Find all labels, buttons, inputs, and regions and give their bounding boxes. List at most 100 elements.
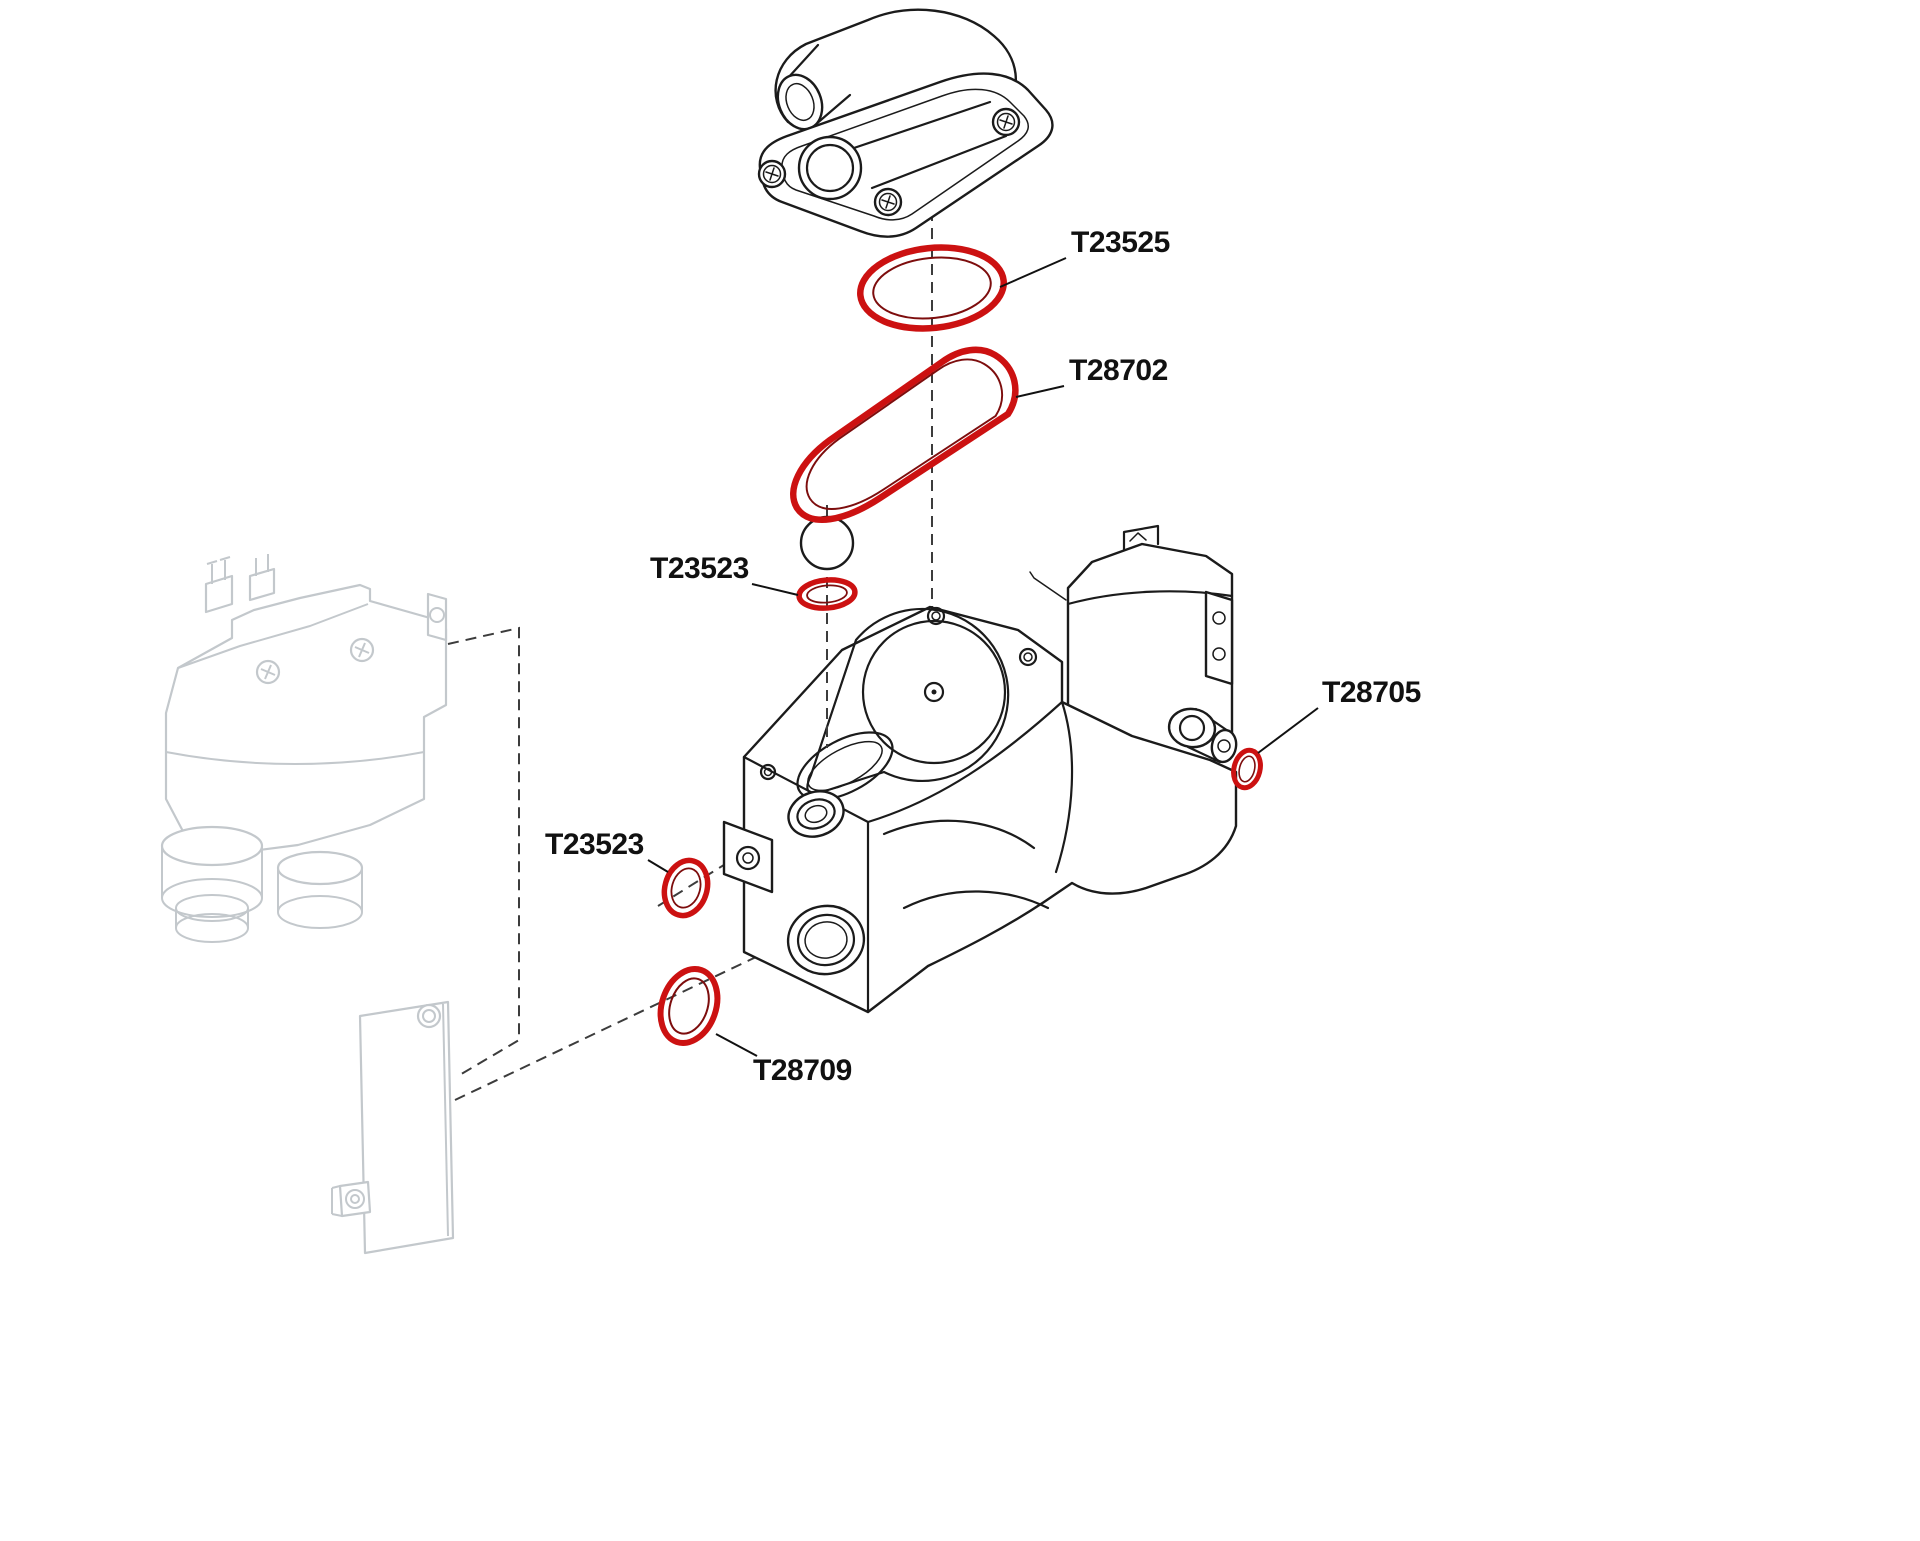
o-ring-cover-inner [872, 256, 992, 320]
cover-screw-1 [757, 159, 787, 189]
ghost-screw-2 [349, 637, 375, 663]
leader-line [751, 583, 799, 596]
o-ring-lower-port [657, 966, 721, 1046]
lower-port-mid [796, 913, 856, 967]
diaphragm-center-dot [931, 689, 937, 695]
body-fold-edges [742, 700, 1064, 1014]
cover-inlet-tube-sides [785, 43, 852, 127]
ghost-plate-fitting-bore [345, 1189, 365, 1209]
side-bracket-plate [722, 820, 774, 894]
cover-assembly [757, 8, 1054, 238]
upper-port-bore [804, 804, 828, 824]
part-label: T28709 [753, 1054, 852, 1087]
side-bracket-hole [735, 845, 761, 871]
diaphragm-circle [861, 619, 1007, 765]
ghost-cylinder-sides [277, 868, 363, 912]
screw-head-inner [996, 112, 1016, 132]
ghost-plate-bolt-inner [422, 1009, 436, 1023]
ball-seat-recess-inner [807, 740, 883, 792]
reservoir-fitting-bore [1178, 714, 1206, 742]
cover-dome-cap-inner [805, 143, 855, 193]
reservoir-fitting [1167, 707, 1238, 764]
screw-head-inner [762, 164, 782, 184]
upper-port-mid [796, 798, 836, 830]
cover-screw-2 [873, 187, 903, 217]
leader-line [647, 859, 669, 873]
cover-flange-channel [846, 100, 1008, 190]
bolt-hole-inner [763, 767, 773, 777]
ball-seat-recess [796, 731, 894, 801]
reservoir-bracket [1204, 590, 1234, 686]
part-label: T23525 [1071, 226, 1170, 259]
ghost-cylinder-right [276, 850, 364, 929]
o-ring-ball-seat [796, 577, 858, 611]
cover-dome-cap [797, 135, 863, 201]
ghost-plate-fitting-collar [331, 1185, 343, 1217]
screw-torx-slots [881, 195, 895, 209]
ghost-connector-a-pins [206, 556, 231, 584]
ghost-connector-b-pins [255, 554, 269, 576]
ghost-mount-tab-hole [429, 607, 445, 623]
o-ring-reservoir-fitting-inner [1238, 755, 1256, 783]
ghost-valve-body [164, 583, 448, 855]
screw-torx-slots [765, 167, 779, 181]
ghost-cylinder-step [175, 894, 249, 922]
ghost-plate-bolt [416, 1003, 442, 1029]
o-ring-ball-seat-inner [806, 584, 848, 604]
callout-o-ring-reservoir-fitting: T28705 [1257, 676, 1421, 754]
leader-line [715, 1033, 758, 1057]
callouts: T23525 T28702 T23523 T28705 T23523 T2870… [545, 226, 1421, 1087]
reservoir-fitting-cap-bore [1217, 739, 1231, 753]
bolt-hole [1018, 647, 1038, 667]
cover-inlet-tube-bore [785, 82, 815, 122]
callout-gasket-teardrop: T28702 [1015, 354, 1168, 398]
ghost-plate-fitting-bore-inner [350, 1194, 360, 1204]
leader-line [1015, 385, 1065, 398]
o-ring-side-port-outer [661, 857, 711, 919]
part-label: T23523 [545, 828, 644, 861]
gasket-teardrop [790, 346, 1019, 523]
o-ring-lower-port-outer [657, 966, 721, 1046]
ghost-mounting-plate [331, 1000, 455, 1255]
reservoir-bracket-hole-1 [1212, 611, 1226, 625]
reservoir-fitting-flange [1167, 707, 1217, 749]
ghost-cylinder-top [276, 850, 364, 886]
part-label: T28705 [1322, 676, 1421, 709]
bolt-hole-inner [1023, 652, 1033, 662]
bolt-hole [759, 763, 777, 781]
o-ring-reservoir-fitting [1231, 747, 1263, 791]
reservoir-bracket-hole-2 [1212, 647, 1226, 661]
lower-port-dashed-line [454, 947, 776, 1101]
reservoir-fitting-cap [1210, 728, 1238, 764]
bolt-hole [926, 606, 946, 626]
ghost-valve-assembly [160, 554, 448, 943]
ghost-connector-b [248, 567, 276, 602]
lower-port [786, 904, 866, 976]
ghost-mount-tab [426, 592, 448, 642]
ghost-valve-seams [165, 603, 425, 765]
reservoir-top-tab-clip [1129, 532, 1147, 542]
o-ring-cover-outer [857, 244, 1007, 332]
ghost-screw-slots [354, 642, 370, 658]
main-pump-body [722, 605, 1238, 1014]
ghost-cylinder-bottom [277, 895, 363, 929]
body-cast-ribs [882, 700, 1074, 910]
ghost-cylinder-top [160, 825, 264, 867]
ghost-plate-fitting [338, 1180, 372, 1218]
gasket-teardrop-inner [805, 358, 1004, 510]
leader-line [1257, 707, 1319, 754]
part-label: T28702 [1069, 354, 1168, 387]
o-ring-reservoir-fitting-outer [1231, 747, 1263, 791]
ghost-cylinder-bottom [175, 913, 249, 943]
cover-flange-inner-edge [781, 88, 1029, 221]
screw-torx-slots [999, 115, 1013, 129]
ghost-connector-a [204, 574, 234, 614]
screw-head-inner [878, 192, 898, 212]
ghost-screw-1 [255, 659, 281, 685]
bolt-hole-inner [931, 611, 941, 621]
callout-o-ring-lower-port: T28709 [715, 1033, 852, 1087]
diaphragm-center-hole [923, 681, 945, 703]
reservoir-vent-wire [1029, 571, 1067, 601]
ghost-screw-slots [260, 664, 276, 680]
